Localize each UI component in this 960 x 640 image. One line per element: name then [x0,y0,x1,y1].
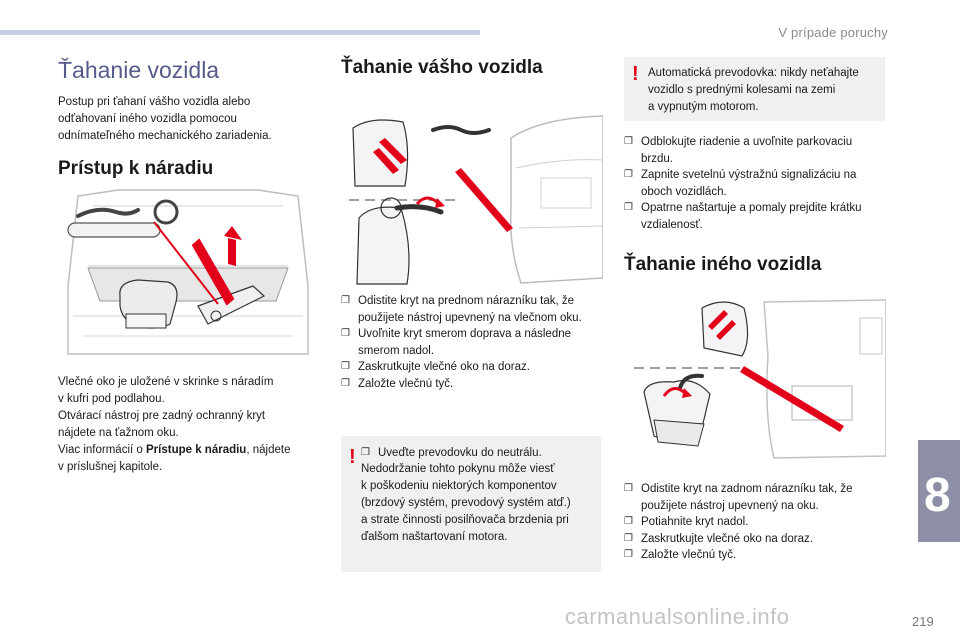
step-item: ❐ Opatrne naštartuje a pomaly prejdite kr… [624,200,889,233]
notice-line: vozidlo s prednými kolesami na zemi [648,84,836,96]
tools-line: Vlečné oko je uložené v skrinke s náradí… [58,376,274,388]
step-item: ❐ Odistite kryt na prednom nárazníku tak,… [341,293,603,326]
step-item: ❐ Zapnite svetelnú výstražnú signalizáciu… [624,167,889,200]
step-text: Odistite kryt na prednom nárazníku tak, … [358,295,575,307]
checkbox-bullet-icon: ❐ [624,136,633,147]
exclamation-warning-icon: ! [632,63,639,85]
step-text: Uvoľnite kryt smerom doprava a následne [358,328,572,340]
checkbox-bullet-icon: ❐ [624,532,633,544]
step-item: ❐ Odistite kryt na zadnom nárazníku tak, … [624,481,889,514]
step-text: Odblokujte riadenie a uvoľnite parkovaci… [641,136,853,148]
step-text: Opatrne naštartuje a pomaly prejdite krá… [641,202,862,214]
tow-your-vehicle-steps: ❐ Odistite kryt na prednom nárazníku tak,… [341,293,603,392]
intro-text: Postup pri ťahaní vášho vozidla alebo od… [58,94,318,145]
page-number: 219 [912,614,934,629]
tools-line: v kufri pod podlahou. [58,393,165,405]
checkbox-bullet-icon: ❐ [624,202,633,213]
tow-your-vehicle-heading: Ťahanie vášho vozidla [341,57,543,78]
step-text: smerom nadol. [358,344,435,357]
notice-item: ❐ Uveďte prevodovku do neutrálu. [361,445,597,462]
step-text: Zapnite svetelnú výstražnú signalizáciu … [641,169,857,181]
checkbox-bullet-icon: ❐ [624,516,633,527]
towing-preparation-steps: ❐ Odblokujte riadenie a uvoľnite parkovac… [624,134,889,233]
step-item: ❐ Odblokujte riadenie a uvoľnite parkovac… [624,134,889,167]
notice-line: Nedodržanie tohto pokynu môže viesť [361,463,555,475]
step-item: ❐ Uvoľnite kryt smerom doprava a následne… [341,326,603,359]
step-text: vzdialenosť. [641,218,703,231]
tools-line: Otvárací nástroj pre zadný ochranný kryt [58,410,266,422]
notice-body: Automatická prevodovka: nikdy neťahajte … [648,65,882,116]
tools-ref-prefix: Viac informácií o [58,444,146,456]
step-text: oboch vozidlách. [641,185,727,198]
neutral-gear-notice: ! ❐ Uveďte prevodovku do neutrálu. Nedodr… [341,436,601,572]
notice-line: a strate činnosti posilňovača brzdenia p… [361,514,569,526]
page-title: Ťahanie vozidla [58,57,220,83]
tools-line: nájdete na ťažnom oku. [58,427,179,439]
step-item: ❐ Založte vlečnú tyč. [624,547,889,564]
notice-line: (brzdový systém, prevodový systém atď.) [361,497,571,509]
step-text: Založte vlečnú tyč. [358,377,454,390]
section-title: V prípade poruchy [778,25,888,40]
notice-text: ❐ Uveďte prevodovku do neutrálu. [361,445,597,462]
tools-reference: Viac informácií o Prístupe k náradiu, ná… [58,442,328,459]
step-item: ❐ Zaskrutkujte vlečné oko na doraz. [341,359,603,376]
tools-ref-link[interactable]: Prístupe k náradiu [146,444,247,456]
step-text: Odistite kryt na zadnom nárazníku tak, ž… [641,483,853,495]
intro-line: Postup pri ťahaní vášho vozidla alebo [58,96,251,108]
watermark: carmanualsonline.info [565,604,790,629]
notice-line: ďalšom naštartovaní motora. [361,531,508,543]
automatic-gearbox-notice: ! Automatická prevodovka: nikdy neťahajt… [624,57,885,121]
step-text: Zaskrutkujte vlečné oko na doraz. [358,361,530,373]
notice-line: Uveďte prevodovku do neutrálu. [378,447,542,459]
header-bar [0,30,480,35]
tow-other-vehicle-steps: ❐ Odistite kryt na zadnom nárazníku tak, … [624,481,889,564]
checkbox-bullet-icon: ❐ [341,328,350,339]
notice-body: Nedodržanie tohto pokynu môže viesť k po… [361,461,597,546]
front-bumper-illustration [341,108,603,290]
step-text: Založte vlečnú tyč. [641,549,737,561]
exclamation-warning-icon: ! [349,446,356,468]
chapter-tab[interactable]: 8 [918,440,960,542]
notice-line: Automatická prevodovka: nikdy neťahajte [648,67,859,79]
tools-heading: Prístup k náradiu [58,158,214,179]
intro-line: odťahovaní iného vozidla pomocou [58,113,237,125]
step-text: použijete nástroj upevnený na oku. [641,499,819,512]
chapter-number: 8 [924,469,951,522]
checkbox-bullet-icon: ❐ [624,549,633,560]
step-item: ❐ Potiahnite kryt nadol. [624,514,889,531]
step-item: ❐ Založte vlečnú tyč. [341,376,603,393]
step-text: Potiahnite kryt nadol. [641,516,749,528]
notice-line: a vypnutým motorom. [648,101,759,113]
step-item: ❐ Zaskrutkujte vlečné oko na doraz. [624,531,889,548]
tools-ref-suffix: , nájdete [246,444,291,456]
tools-line: v príslušnej kapitole. [58,461,163,473]
checkbox-bullet-icon: ❐ [341,377,350,389]
tow-other-vehicle-heading: Ťahanie iného vozidla [624,254,822,275]
checkbox-bullet-icon: ❐ [624,483,633,494]
trunk-tools-illustration [58,186,318,356]
intro-line: odnímateľného mechanického zariadenia. [58,130,272,142]
checkbox-bullet-icon: ❐ [361,447,370,458]
checkbox-bullet-icon: ❐ [341,295,350,306]
step-text: použijete nástroj upevnený na vlečnom ok… [358,311,582,324]
tools-text: Vlečné oko je uložené v skrinke s náradí… [58,374,328,476]
rear-bumper-illustration [624,296,886,464]
notice-line: k poškodeniu niektorých komponentov [361,480,557,492]
step-text: Zaskrutkujte vlečné oko na doraz. [641,532,813,545]
step-text: brzdu. [641,152,673,165]
checkbox-bullet-icon: ❐ [624,169,633,180]
checkbox-bullet-icon: ❐ [341,361,350,372]
